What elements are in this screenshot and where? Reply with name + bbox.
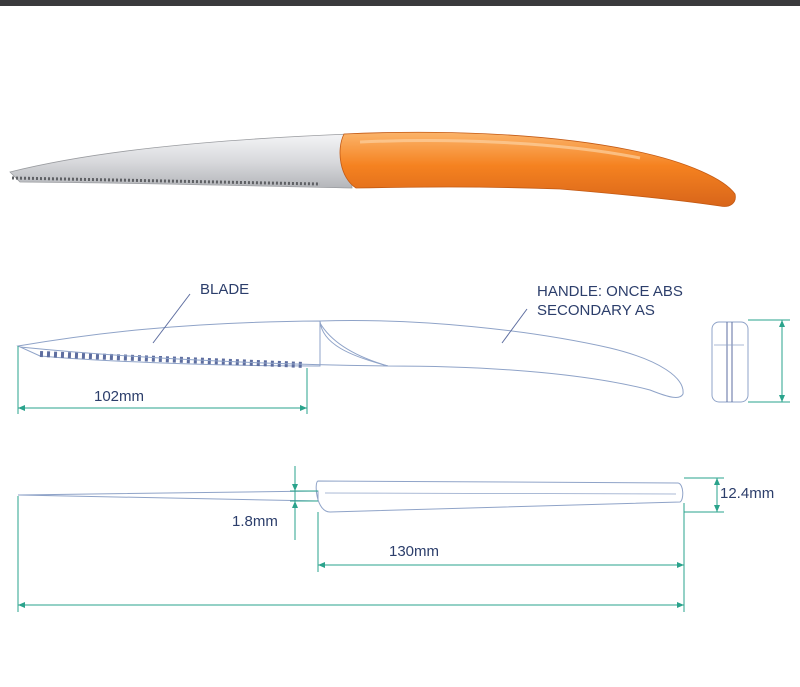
handle-label-line2: SECONDARY AS xyxy=(537,302,655,319)
handle-leader xyxy=(501,308,528,344)
side-view xyxy=(16,293,684,414)
side-blade-outline xyxy=(16,320,321,367)
photo-handle xyxy=(339,131,736,207)
handle-length-label: 130mm xyxy=(389,543,440,560)
side-handle-crease xyxy=(319,322,389,367)
blade-length-label: 102mm xyxy=(94,388,145,405)
side-blade-edge xyxy=(19,346,389,367)
top-view xyxy=(17,466,724,612)
handle-thickness-label: 12.4mm xyxy=(720,485,775,502)
top-blade-outline xyxy=(17,490,319,502)
photo-serration xyxy=(11,176,321,186)
knife-photo xyxy=(9,131,736,207)
blade-thickness-label: 1.8mm xyxy=(232,513,278,530)
top-handle-outline xyxy=(315,480,684,513)
photo-handle-highlight xyxy=(359,139,641,160)
blade-label: BLADE xyxy=(200,281,250,298)
blade-leader xyxy=(152,293,191,344)
side-serration xyxy=(39,351,306,368)
photo-blade xyxy=(9,133,353,189)
handle-label-line1: HANDLE: ONCE ABS xyxy=(537,283,683,300)
top-bar xyxy=(0,0,800,6)
side-handle-outline xyxy=(319,320,684,398)
end-view xyxy=(711,319,790,403)
